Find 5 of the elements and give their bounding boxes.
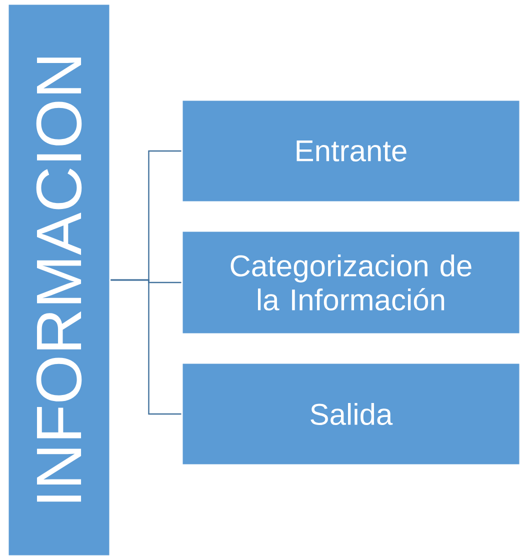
category-box: Salida <box>181 362 520 466</box>
title-band: INFORMACION <box>7 3 111 556</box>
connector-line <box>110 279 182 415</box>
category-box: Entrante <box>181 99 520 203</box>
category-box: Categorizacion de la Información <box>181 230 520 335</box>
